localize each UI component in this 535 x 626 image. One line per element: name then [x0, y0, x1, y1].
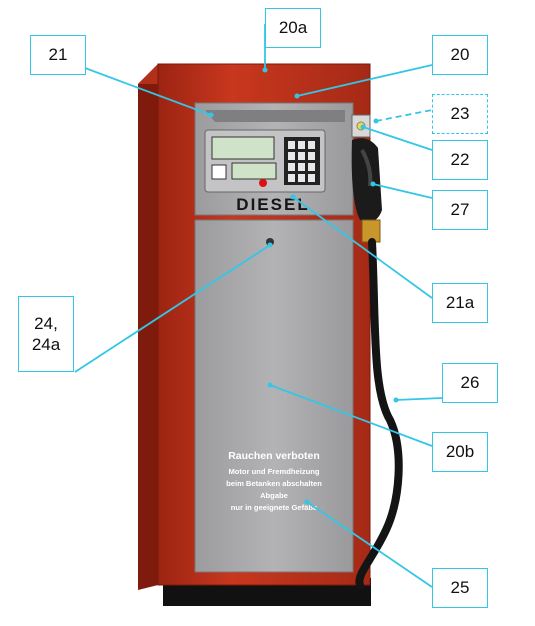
door-panel	[194, 219, 354, 573]
leader-21	[84, 67, 212, 116]
keypad-key	[308, 174, 315, 182]
warning-line-3: Abgabe	[260, 491, 288, 500]
head-panel-slot	[205, 110, 345, 122]
leader-27	[372, 183, 433, 199]
keypad-key	[298, 152, 305, 160]
label-23: 23	[432, 94, 488, 134]
keypad-key	[308, 163, 315, 171]
keypad-keys	[288, 141, 315, 182]
leader-20	[296, 64, 433, 97]
keypad-key	[308, 152, 315, 160]
keypad-key	[298, 141, 305, 149]
keypad-key	[308, 141, 315, 149]
label-27: 27	[432, 190, 488, 230]
keypad-key	[288, 152, 295, 160]
housing-outline	[157, 63, 371, 586]
label-21a: 21a	[432, 283, 488, 323]
keypad-key	[298, 163, 305, 171]
leader-dots	[208, 67, 399, 505]
label-24-line2: 24a	[31, 335, 61, 354]
fuel-hose	[355, 238, 403, 589]
leader-26	[395, 397, 443, 401]
warning-line-1: Motor und Fremdheizung	[228, 467, 319, 476]
keypad-key	[288, 163, 295, 171]
warning-line-4: nur in geeignete Gefäße	[231, 503, 318, 512]
volume-display	[231, 162, 277, 180]
nozzle-body	[351, 138, 382, 222]
nozzle-trigger	[360, 149, 373, 187]
leader-23	[375, 109, 433, 122]
leader-lines	[74, 24, 443, 588]
diesel-text: DIESEL	[236, 195, 309, 214]
label-25: 25	[432, 568, 488, 608]
keypad-key	[288, 174, 295, 182]
leader-21a	[292, 196, 433, 299]
label-24-24a: 24, 24a	[18, 296, 74, 372]
warning-title: Rauchen verboten	[228, 450, 320, 462]
label-20b: 20b	[432, 432, 488, 472]
label-20a: 20a	[265, 8, 321, 48]
keypad-key	[288, 141, 295, 149]
label-20: 20	[432, 35, 488, 75]
logo-square	[211, 164, 227, 180]
leader-22	[362, 126, 433, 151]
label-26: 26	[442, 363, 498, 403]
leader-20b	[269, 384, 433, 447]
keypad-key	[298, 174, 305, 182]
housing-left-side	[138, 64, 158, 590]
label-24-line1: 24,	[34, 313, 58, 333]
label-22: 22	[432, 140, 488, 180]
price-display	[211, 136, 275, 160]
leader-24	[74, 244, 271, 373]
warning-line-2: beim Betanken abschalten	[226, 479, 322, 488]
leader-25	[306, 501, 433, 588]
card-slot-indicator	[259, 179, 267, 187]
label-21: 21	[30, 35, 86, 75]
